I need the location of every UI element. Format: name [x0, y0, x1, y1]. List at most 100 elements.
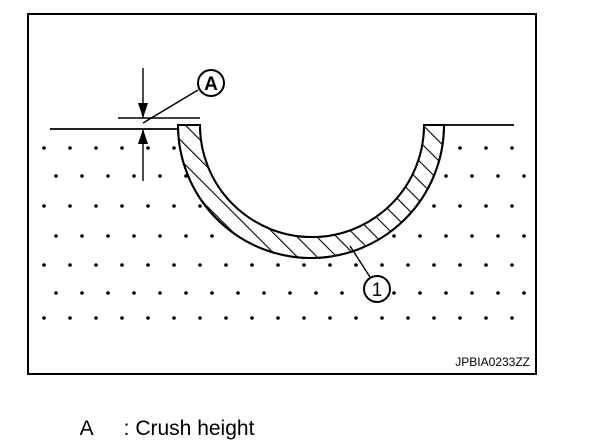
housing-dot	[250, 263, 254, 267]
housing-dot	[328, 316, 332, 320]
housing-dot	[496, 234, 500, 238]
housing-dot	[458, 263, 462, 267]
housing-dot	[432, 263, 436, 267]
housing-dot	[418, 291, 422, 295]
housing-dot	[484, 204, 488, 208]
housing-dot	[210, 234, 214, 238]
housing-dot	[42, 316, 46, 320]
bearing-shell-outline	[177, 124, 445, 259]
housing-dot	[172, 146, 176, 150]
housing-dot	[80, 291, 84, 295]
housing-dot	[94, 316, 98, 320]
housing-dot	[470, 291, 474, 295]
housing-dot	[172, 263, 176, 267]
figure-code: JPBIA0233ZZ	[455, 355, 530, 369]
housing-dot	[106, 174, 110, 178]
dimension-arrow-down-icon	[138, 103, 148, 118]
housing-dot	[132, 174, 136, 178]
callout-a-leader	[142, 89, 199, 124]
housing-dot	[510, 263, 514, 267]
housing-dot	[314, 291, 318, 295]
housing-dot	[172, 204, 176, 208]
housing-dot	[158, 174, 162, 178]
housing-dot	[510, 204, 514, 208]
housing-dot	[432, 316, 436, 320]
housing-dot	[458, 204, 462, 208]
housing-dot	[458, 316, 462, 320]
housing-dot	[68, 146, 72, 150]
housing-dot	[198, 316, 202, 320]
bearing-bore	[200, 125, 424, 237]
housing-dot	[444, 234, 448, 238]
housing-dot	[276, 316, 280, 320]
housing-dot	[146, 146, 150, 150]
housing-dot	[510, 146, 514, 150]
housing-dot	[496, 174, 500, 178]
housing-dot	[54, 234, 58, 238]
housing-dot	[340, 291, 344, 295]
housing-dot	[184, 234, 188, 238]
housing-dot	[432, 204, 436, 208]
housing-dot	[380, 263, 384, 267]
housing-dot	[158, 291, 162, 295]
legend-description: : Crush height	[123, 417, 255, 440]
housing-dot	[68, 316, 72, 320]
housing-dot	[106, 291, 110, 295]
housing-dot	[444, 291, 448, 295]
housing-dot	[54, 174, 58, 178]
housing-dot	[198, 204, 202, 208]
housing-dot	[236, 291, 240, 295]
housing-dot	[496, 291, 500, 295]
housing-dot	[276, 263, 280, 267]
housing-dot	[510, 316, 514, 320]
housing-dot	[380, 316, 384, 320]
housing-dot	[172, 316, 176, 320]
housing-dot	[418, 234, 422, 238]
housing-dot	[470, 174, 474, 178]
housing-dot	[484, 146, 488, 150]
dimension-arrow-up-icon	[138, 129, 148, 144]
housing-dot	[392, 291, 396, 295]
housing-dot	[354, 316, 358, 320]
housing-dot	[120, 263, 124, 267]
callout-a-label: A	[204, 74, 218, 95]
housing-dot	[146, 316, 150, 320]
housing-dot	[54, 291, 58, 295]
housing-dot	[210, 291, 214, 295]
housing-dot	[42, 204, 46, 208]
callout-1-leader	[349, 245, 371, 278]
housing-dot	[392, 234, 396, 238]
housing-dot	[68, 263, 72, 267]
housing-dot	[158, 234, 162, 238]
legend: A : Crush height	[68, 390, 255, 442]
housing-dot	[484, 316, 488, 320]
housing-dot	[328, 263, 332, 267]
housing-dot	[522, 234, 526, 238]
housing-dot	[68, 204, 72, 208]
housing-dot	[470, 234, 474, 238]
housing-dot	[198, 263, 202, 267]
housing-dot	[302, 316, 306, 320]
housing-dot	[132, 234, 136, 238]
callout-1-circle	[363, 275, 391, 303]
housing-dot	[288, 291, 292, 295]
housing-dot	[224, 316, 228, 320]
legend-key: A	[79, 417, 94, 440]
housing-dot	[42, 263, 46, 267]
housing-dot	[250, 316, 254, 320]
housing-dot	[406, 316, 410, 320]
housing-dot	[484, 263, 488, 267]
callout-a-circle	[197, 69, 225, 97]
bearing-crush-height-diagram: A 1 JPBIA0233ZZ	[27, 13, 537, 375]
housing-dot	[94, 263, 98, 267]
housing-dot	[224, 263, 228, 267]
callout-1-label: 1	[372, 280, 383, 301]
housing-dot	[184, 291, 188, 295]
housing-dot-fill	[42, 146, 526, 320]
housing-dot	[42, 146, 46, 150]
housing-dot	[354, 263, 358, 267]
housing-dot	[80, 174, 84, 178]
housing-dot	[522, 291, 526, 295]
housing-dot	[132, 291, 136, 295]
housing-dot	[444, 174, 448, 178]
